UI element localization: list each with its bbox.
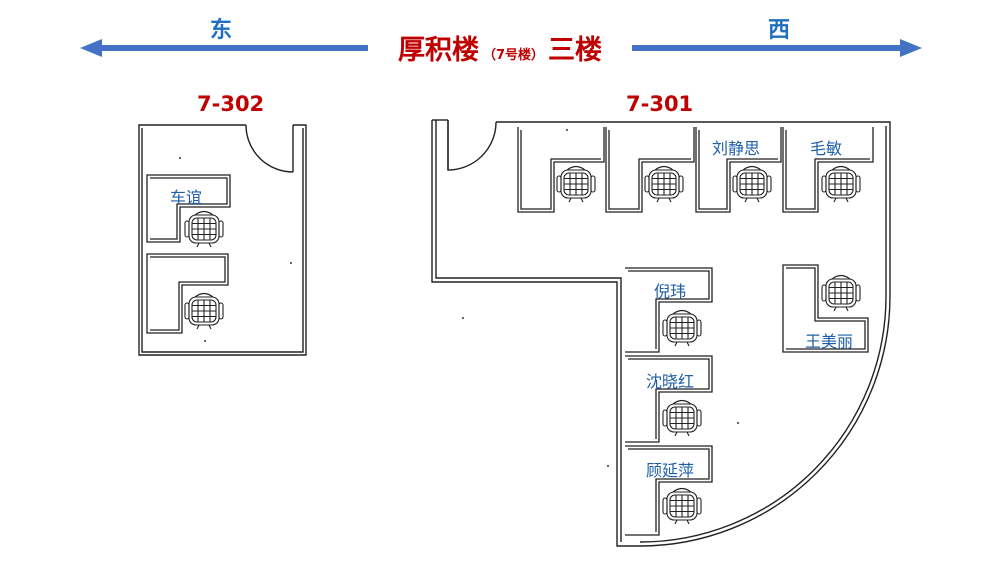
occupant-name: 王美丽 <box>805 332 854 351</box>
office-chair-icon <box>662 487 702 525</box>
room-7-301-walls <box>431 119 891 547</box>
page-title: 厚积楼 （7号楼） 三楼 <box>385 28 615 68</box>
office-chair-icon <box>821 274 861 312</box>
west-arrow <box>632 39 922 57</box>
room-7-301-side-desks <box>625 264 869 536</box>
occupant-name: 毛敏 <box>810 139 843 158</box>
occupant-name: 沈晓红 <box>646 372 695 391</box>
office-chair-icon <box>662 399 702 437</box>
office-chair-icon <box>821 165 861 203</box>
occupant-name: 倪玮 <box>654 282 687 301</box>
occupant-name: 刘静思 <box>712 139 761 158</box>
room-7-302-desk-1 <box>146 174 231 243</box>
room-7-301-top-desks <box>517 127 874 213</box>
office-chair-icon <box>184 292 224 330</box>
chairs <box>184 165 861 525</box>
office-chair-icon <box>184 210 224 248</box>
occupant-name: 车谊 <box>170 188 203 207</box>
room-7-302-desk-2 <box>146 253 229 334</box>
office-chair-icon <box>644 165 684 203</box>
office-chair-icon <box>556 165 596 203</box>
title-floor: 三楼 <box>548 35 603 66</box>
office-chair-icon <box>662 309 702 347</box>
title-building-number: （7号楼） <box>482 48 545 63</box>
room-label-7-301: 7-301 <box>626 92 694 116</box>
office-chair-icon <box>732 165 772 203</box>
stray-marks <box>179 129 739 467</box>
occupant-name: 顾延萍 <box>646 461 695 480</box>
room-7-302-walls <box>138 124 307 356</box>
east-label: 东 <box>210 18 233 43</box>
title-building: 厚积楼 <box>397 35 479 66</box>
room-label-7-302: 7-302 <box>197 92 265 116</box>
east-arrow <box>80 39 368 57</box>
west-label: 西 <box>768 18 791 43</box>
